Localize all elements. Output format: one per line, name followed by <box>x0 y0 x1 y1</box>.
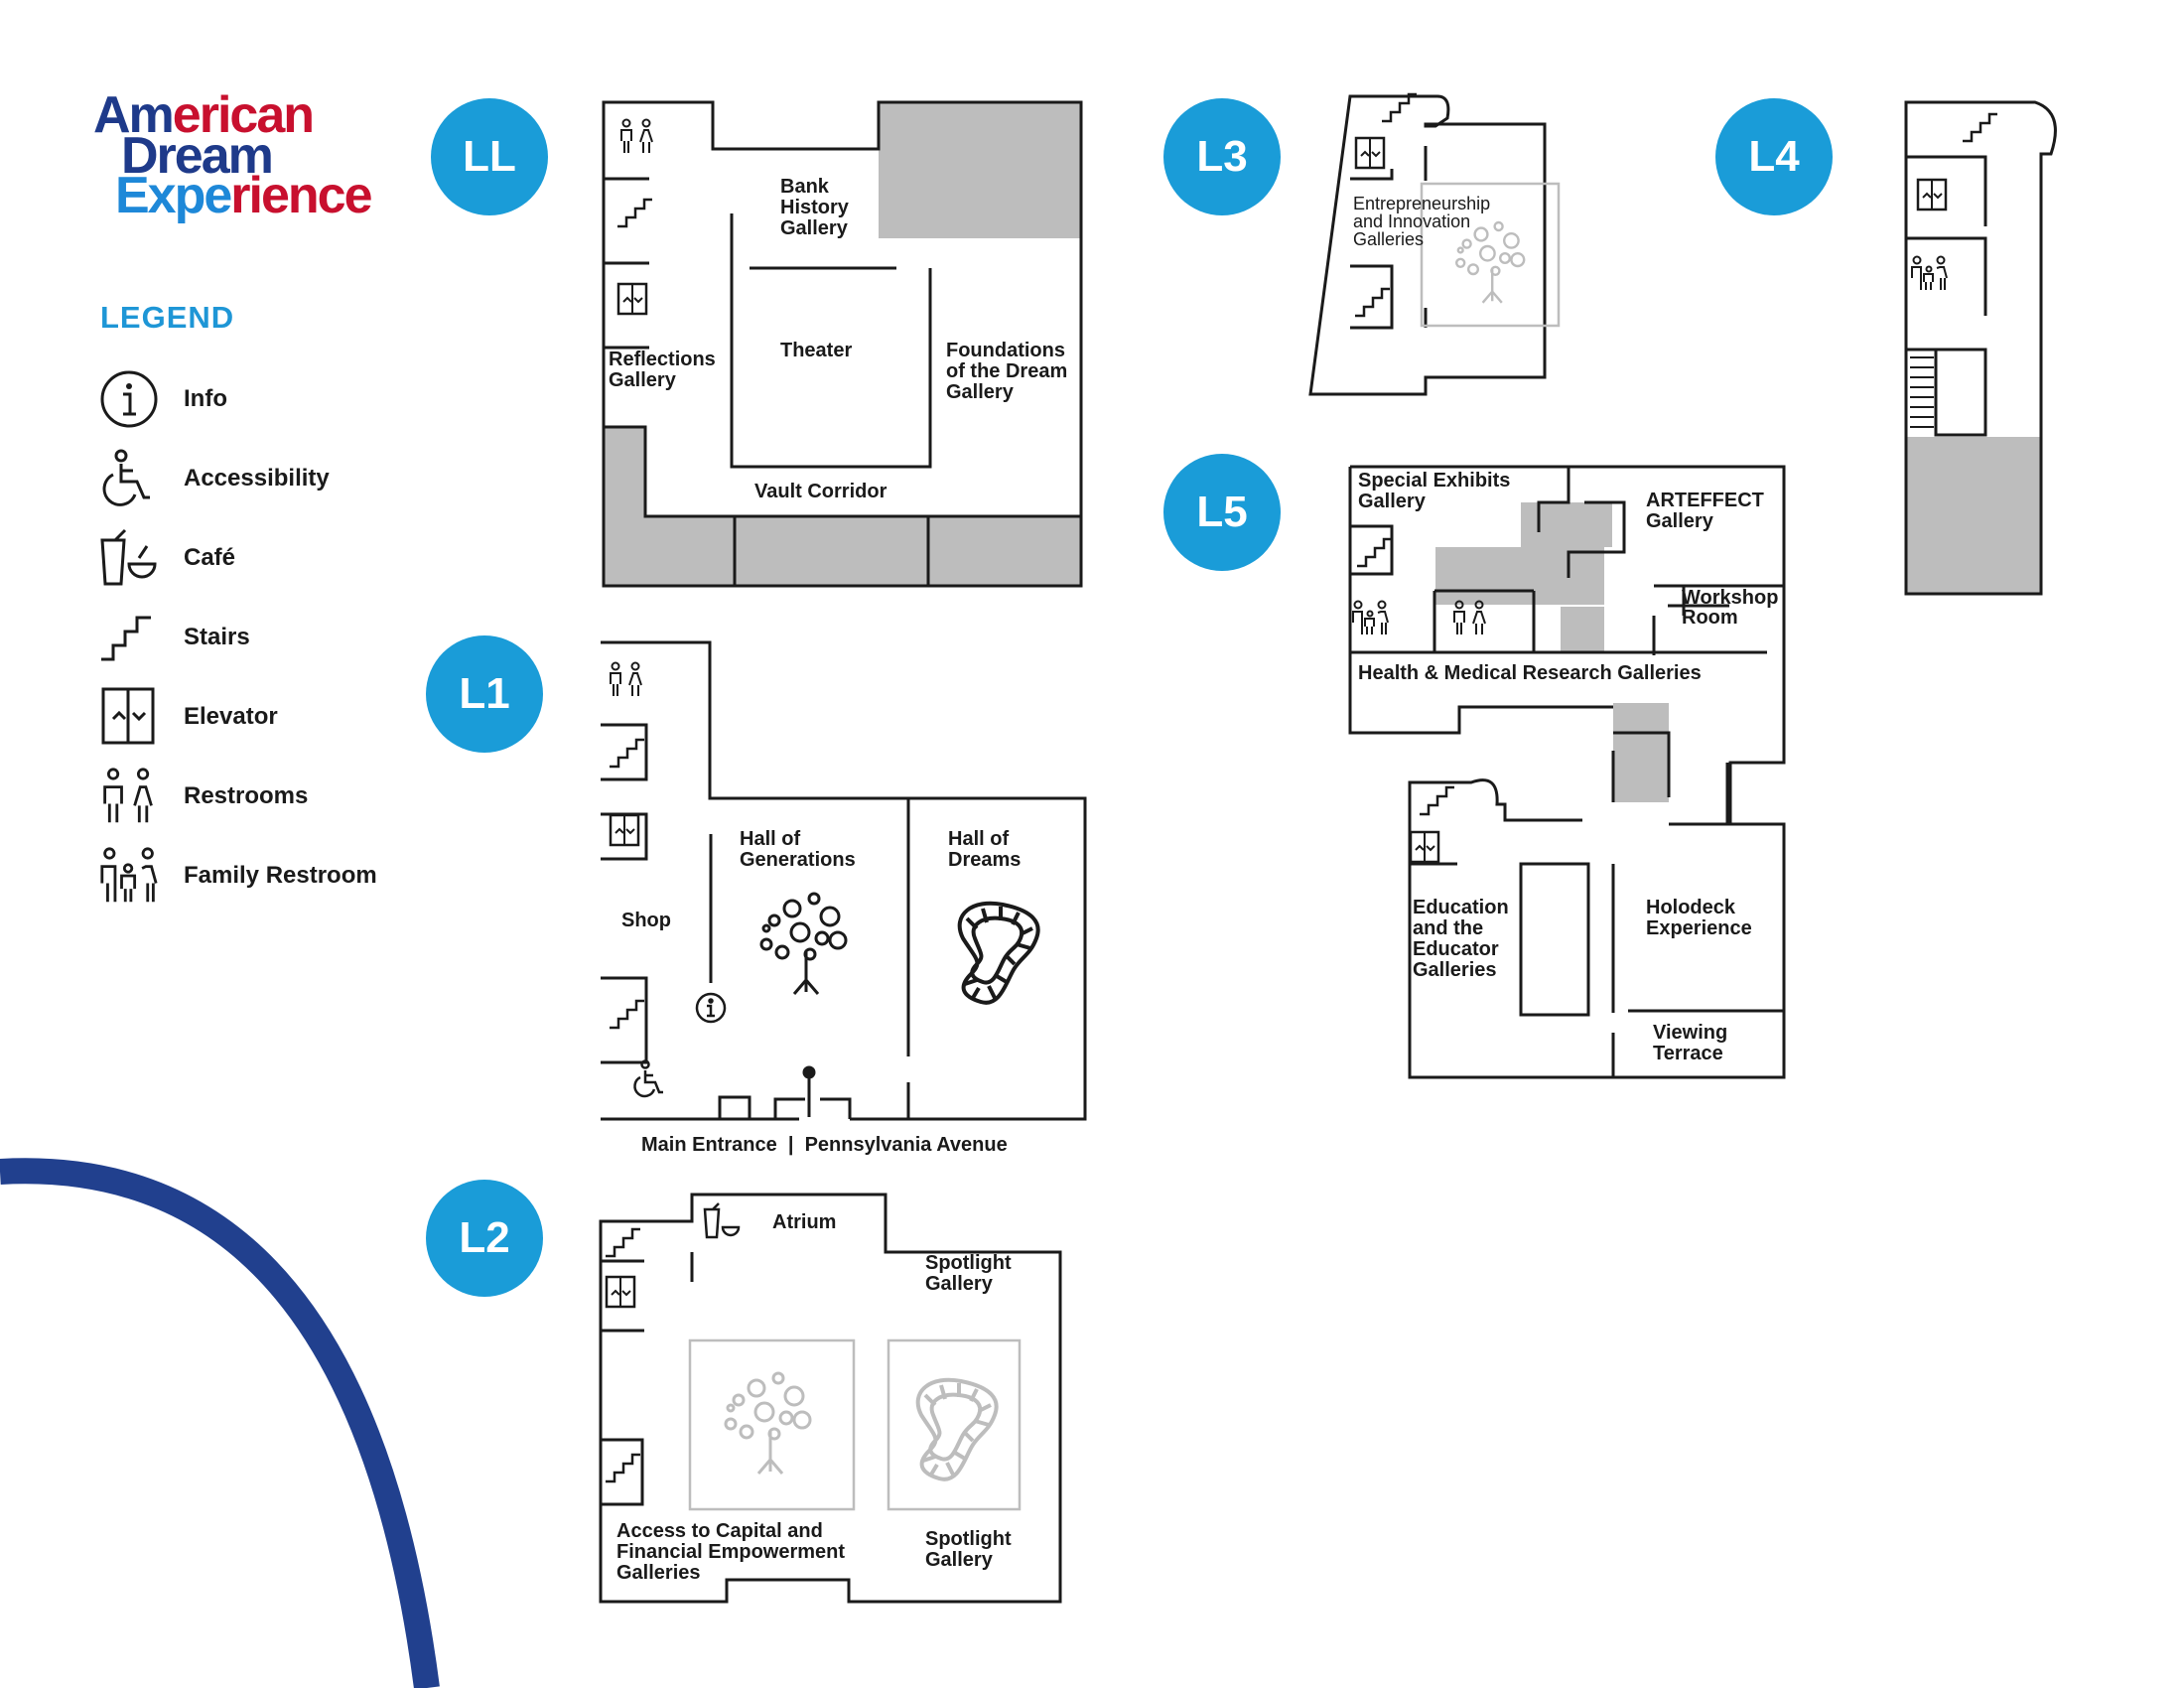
family-restroom-icon <box>100 847 158 903</box>
stairs-icon <box>101 616 151 661</box>
restrooms-icon <box>1453 600 1486 635</box>
family-restroom-icon <box>1352 600 1389 635</box>
vault-corridor-label: Vault Corridor <box>754 481 887 502</box>
tree-sculpture-icon <box>759 892 848 996</box>
legend-item-stairs: Stairs <box>99 608 427 677</box>
spotlight-gallery-top-label: Spotlight Gallery <box>925 1252 1012 1295</box>
level-l2-plan <box>599 1193 1062 1604</box>
stairs-icon <box>615 198 654 228</box>
accessibility-icon <box>633 1059 663 1098</box>
health-medical-galleries-label: Health & Medical Research Galleries <box>1358 662 1702 684</box>
legend-label: Restrooms <box>184 782 309 809</box>
elevator-icon <box>605 1275 636 1309</box>
education-galleries-label: Education and the Educator Galleries <box>1413 897 1509 981</box>
legend-label: Elevator <box>184 703 278 730</box>
stairs-icon <box>1380 92 1419 123</box>
accessibility-icon <box>102 449 150 506</box>
level-badge-l1: L1 <box>426 635 543 753</box>
level-l4-plan <box>1904 100 2057 596</box>
stairs-icon <box>1355 537 1394 568</box>
legend-item-accessibility: Accessibility <box>99 449 427 518</box>
american-dream-experience-logo: American Dream Experience <box>93 86 373 225</box>
level-badge-ll: LL <box>431 98 548 215</box>
reflections-gallery-label: Reflections Gallery <box>609 349 716 391</box>
legend-label: Stairs <box>184 624 250 650</box>
level-l3-plan <box>1308 94 1561 396</box>
level-l5-plan <box>1348 465 1786 1079</box>
hall-of-dreams-label: Hall of Dreams <box>948 828 1022 871</box>
elevator-icon <box>101 687 155 745</box>
legend-item-restrooms: Restrooms <box>99 767 427 836</box>
dreams-sculpture-icon <box>915 1377 999 1481</box>
stairs-icon <box>604 1227 642 1258</box>
legend-label: Info <box>184 385 227 412</box>
elevator-icon <box>1409 830 1440 864</box>
level-ll-plan <box>602 100 1083 588</box>
main-entrance-label: Main Entrance | Pennsylvania Avenue <box>641 1134 1008 1156</box>
stairs-icon <box>608 738 646 769</box>
level-badge-l4: L4 <box>1715 98 1833 215</box>
cafe-icon <box>703 1202 741 1239</box>
stairs-icon <box>1418 785 1456 816</box>
bank-history-gallery-label: Bank History Gallery <box>780 176 849 239</box>
legend-item-cafe: Café <box>99 528 427 598</box>
elevator-icon <box>609 813 640 847</box>
legend-item-info: Info <box>99 369 427 439</box>
level-l1-plan <box>601 640 1087 1121</box>
family-restroom-icon <box>1911 255 1948 291</box>
legend-item-family-restroom: Family Restroom <box>99 846 427 915</box>
decorative-arc <box>0 1158 440 1688</box>
restrooms-icon <box>103 768 153 823</box>
viewing-terrace-label: Viewing Terrace <box>1653 1022 1728 1064</box>
legend-title: LEGEND <box>100 300 235 335</box>
spotlight-gallery-bottom-label: Spotlight Gallery <box>925 1528 1012 1571</box>
cafe-icon <box>100 528 157 586</box>
elevator-icon <box>616 282 648 316</box>
atrium-label: Atrium <box>772 1211 837 1233</box>
stairs-icon <box>1961 112 1999 143</box>
tree-sculpture-icon <box>724 1371 812 1476</box>
access-to-capital-label: Access to Capital and Financial Empowerm… <box>616 1520 846 1584</box>
restrooms-icon <box>620 118 653 154</box>
foundations-gallery-label: Foundations of the Dream Gallery <box>946 340 1068 403</box>
elevator-icon <box>1916 178 1948 211</box>
legend-item-elevator: Elevator <box>99 687 427 757</box>
level-badge-l2: L2 <box>426 1180 543 1297</box>
info-icon <box>100 370 158 428</box>
elevator-icon <box>1354 136 1386 170</box>
holodeck-experience-label: Holodeck Experience <box>1646 897 1752 939</box>
level-badge-l5: L5 <box>1163 454 1281 571</box>
legend-label: Café <box>184 544 236 571</box>
hall-of-generations-label: Hall of Generations <box>740 828 856 871</box>
shop-label: Shop <box>621 910 671 931</box>
legend-label: Family Restroom <box>184 862 377 889</box>
level-badge-l3: L3 <box>1163 98 1281 215</box>
special-exhibits-gallery-label: Special Exhibits Gallery <box>1358 470 1511 512</box>
info-icon <box>695 992 727 1024</box>
dreams-sculpture-icon <box>957 901 1040 1005</box>
entrepreneurship-galleries-label: Entrepreneurship and Innovation Gallerie… <box>1353 194 1491 249</box>
stairs-icon <box>608 999 646 1030</box>
legend-label: Accessibility <box>184 465 330 492</box>
stairs-icon <box>1353 287 1392 318</box>
arteffect-gallery-label: ARTEFFECT Gallery <box>1646 490 1764 532</box>
theater-label: Theater <box>780 340 853 361</box>
stairs-icon <box>604 1453 642 1483</box>
restrooms-icon <box>610 661 642 697</box>
workshop-room-label: Workshop Room <box>1682 587 1779 629</box>
